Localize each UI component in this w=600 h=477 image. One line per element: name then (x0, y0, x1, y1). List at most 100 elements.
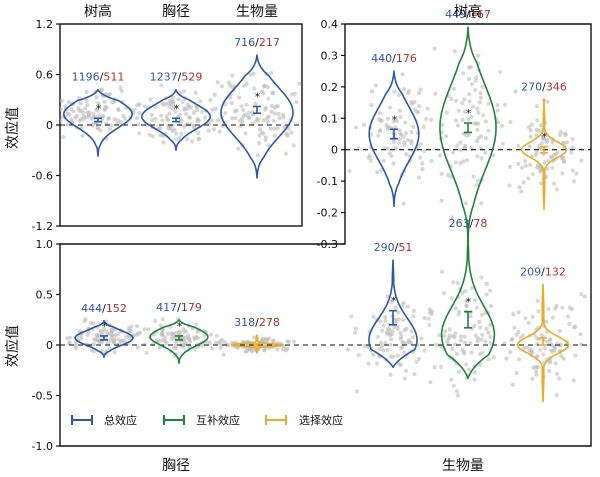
data-point (468, 64, 473, 70)
data-point (447, 333, 452, 338)
data-point (557, 132, 563, 138)
data-point (120, 338, 125, 344)
data-point (579, 158, 584, 163)
data-point (242, 83, 247, 88)
data-point (183, 329, 189, 334)
data-point (69, 117, 74, 122)
data-point (378, 128, 383, 133)
data-point (71, 109, 76, 114)
data-point (570, 145, 575, 150)
data-point (196, 118, 201, 123)
data-point (534, 133, 539, 138)
significance-star: * (392, 113, 398, 126)
data-point (219, 84, 224, 89)
data-point (60, 118, 63, 123)
data-point (119, 89, 124, 94)
data-point (211, 127, 217, 132)
data-point (265, 119, 270, 124)
data-point (107, 116, 112, 121)
data-point (243, 113, 248, 118)
data-point (555, 371, 560, 376)
data-point (378, 346, 383, 352)
data-point (307, 71, 311, 75)
y-axis-label-bottom: 效应值 (4, 325, 21, 367)
data-point (109, 335, 114, 341)
data-point (396, 92, 401, 97)
significance-star: * (96, 102, 102, 115)
data-point (285, 347, 290, 352)
sample-count-label: 290/51 (374, 241, 413, 254)
data-point (263, 135, 268, 140)
data-point (396, 140, 401, 145)
data-point (542, 346, 548, 351)
data-point (513, 89, 518, 94)
data-point (475, 106, 480, 111)
legend-swatch-total (71, 415, 93, 425)
data-point (178, 90, 183, 95)
data-point (148, 97, 153, 102)
data-point (182, 89, 187, 94)
data-point (445, 338, 450, 343)
data-point (432, 365, 437, 370)
data-point (517, 185, 522, 190)
data-point (179, 131, 184, 136)
significance-star: * (174, 102, 180, 115)
data-point (188, 339, 193, 344)
data-point (462, 351, 467, 356)
data-point (530, 172, 536, 177)
data-point (271, 339, 276, 344)
data-point (142, 342, 147, 347)
y-tick-label: 0.5 (36, 289, 54, 302)
data-point (388, 337, 394, 342)
data-point (213, 106, 218, 111)
data-point (203, 115, 208, 120)
y-tick-label: 1.2 (36, 18, 54, 31)
violin-total (368, 70, 420, 208)
data-point (488, 341, 493, 346)
data-point (184, 111, 189, 117)
data-point (290, 92, 295, 97)
data-point (282, 124, 287, 129)
data-point (442, 333, 447, 338)
data-point (266, 114, 271, 119)
data-point (238, 118, 243, 123)
data-point (388, 342, 393, 347)
data-point (509, 337, 514, 342)
data-point (353, 326, 358, 331)
data-point (474, 121, 479, 126)
violin-total (220, 54, 294, 179)
data-point (366, 155, 371, 160)
data-point (441, 291, 447, 296)
data-point (194, 108, 200, 113)
data-point (402, 142, 407, 147)
data-point (558, 342, 564, 347)
data-point (113, 333, 118, 338)
data-point (383, 340, 388, 346)
sample-count-label: 1237/529 (150, 71, 203, 84)
data-point (430, 309, 435, 314)
data-point (578, 332, 583, 337)
data-point (411, 124, 416, 129)
data-point (409, 329, 414, 334)
data-point (534, 127, 539, 133)
data-point (92, 349, 97, 354)
y-tick-label: 1.0 (36, 238, 54, 251)
data-point (91, 321, 96, 326)
data-point (213, 340, 218, 345)
data-point (462, 109, 467, 114)
data-point (562, 158, 567, 163)
data-point (172, 127, 177, 132)
data-point (401, 350, 407, 355)
sample-count-label: 444/152 (81, 302, 127, 315)
data-point (84, 89, 89, 95)
data-point (270, 90, 275, 96)
data-point (454, 351, 459, 357)
data-point (257, 140, 262, 146)
y-tick-label: -0.5 (32, 390, 53, 403)
data-point (547, 360, 552, 365)
data-point (164, 114, 169, 119)
data-point (521, 346, 527, 351)
data-point (396, 317, 401, 322)
data-point (243, 131, 248, 136)
data-point (467, 99, 472, 104)
